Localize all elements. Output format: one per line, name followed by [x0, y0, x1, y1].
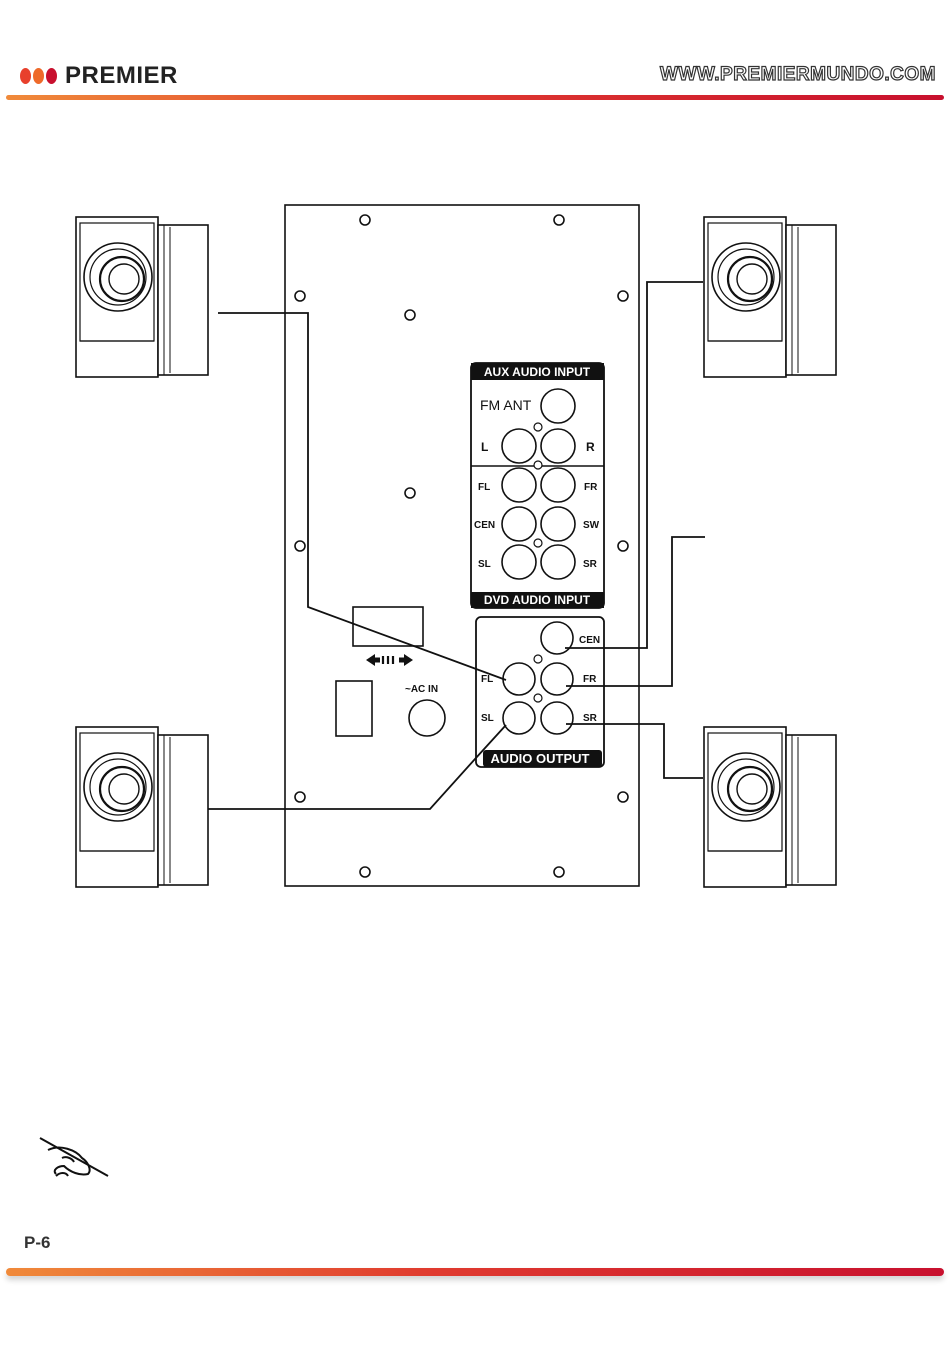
- dvd-fr-label: FR: [584, 482, 598, 493]
- out-sr-label: SR: [583, 713, 598, 724]
- out-fr-jack[interactable]: [541, 663, 573, 695]
- speaker-surround-left-icon: [76, 727, 208, 887]
- fm-ant-jack[interactable]: [541, 389, 575, 423]
- dvd-sl-jack[interactable]: [502, 545, 536, 579]
- out-sl-label: SL: [481, 713, 494, 724]
- aux-left-label: L: [481, 440, 488, 454]
- out-fr-label: FR: [583, 674, 597, 685]
- dvd-cen-label: CEN: [474, 520, 495, 531]
- page-number: P-6: [24, 1233, 50, 1253]
- dvd-sr-label: SR: [583, 559, 598, 570]
- audio-output-title: AUDIO OUTPUT: [491, 751, 590, 766]
- out-cen-label: CEN: [579, 635, 600, 646]
- footer-rule: [6, 1268, 944, 1276]
- pencil-note-icon: [40, 1138, 108, 1176]
- dvd-sr-jack[interactable]: [541, 545, 575, 579]
- ac-in-label: ~AC IN: [405, 684, 438, 695]
- dvd-fl-jack[interactable]: [502, 468, 536, 502]
- dvd-fl-label: FL: [478, 482, 490, 493]
- dvd-sl-label: SL: [478, 559, 491, 570]
- out-sl-jack[interactable]: [503, 702, 535, 734]
- out-fl-jack[interactable]: [503, 663, 535, 695]
- aux-right-jack[interactable]: [541, 429, 575, 463]
- out-cen-jack[interactable]: [541, 622, 573, 654]
- aux-left-jack[interactable]: [502, 429, 536, 463]
- aux-right-label: R: [586, 440, 595, 454]
- power-label-plate: [353, 607, 423, 646]
- ac-in-socket[interactable]: [409, 700, 445, 736]
- speaker-front-left-icon: [76, 217, 208, 377]
- power-switch[interactable]: [336, 681, 372, 736]
- dvd-sw-label: SW: [583, 520, 600, 531]
- dvd-sw-jack[interactable]: [541, 507, 575, 541]
- speaker-center-icon: [704, 217, 836, 377]
- dvd-audio-input-title: DVD AUDIO INPUT: [484, 593, 591, 607]
- speaker-surround-right-icon: [704, 727, 836, 887]
- aux-audio-input-title: AUX AUDIO INPUT: [484, 365, 591, 379]
- dvd-cen-jack[interactable]: [502, 507, 536, 541]
- dvd-fr-jack[interactable]: [541, 468, 575, 502]
- out-sr-jack[interactable]: [541, 702, 573, 734]
- fm-ant-label: FM ANT: [480, 397, 532, 413]
- out-fl-label: FL: [481, 674, 493, 685]
